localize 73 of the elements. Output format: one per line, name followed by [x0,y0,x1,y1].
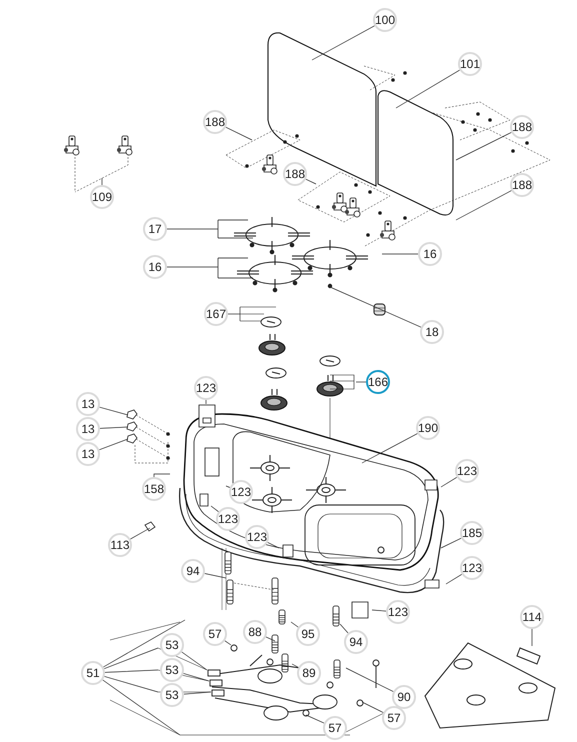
leader-line [184,692,212,694]
callout-number: 89 [297,661,321,685]
callout-number: 17 [143,217,167,241]
callout-number: 185 [460,521,484,545]
leader-line [330,286,422,328]
leader-line [266,636,276,642]
leader-line [267,542,280,548]
callout-number: 13 [76,392,100,416]
leader-line [99,406,128,416]
leader-line [166,228,218,230]
leader-line [226,486,230,488]
leader-line [305,178,316,184]
leader-line [446,574,462,584]
leader-line [183,673,210,682]
callout-number: 18 [420,320,444,344]
callout-number: 13 [76,442,100,466]
leader-line [306,714,324,724]
leader-line [181,652,208,670]
callout-number: 123 [386,600,410,624]
callout-number: 123 [460,556,484,580]
leader-line [346,668,394,692]
callout-number: 101 [458,52,482,76]
callout-number: 188 [510,173,534,197]
callout-number: 53 [160,633,184,657]
leader-line [440,538,462,548]
callout-number: 88 [243,620,267,644]
leader-line [130,528,150,540]
leader-line [154,474,170,478]
callout-number: 123 [194,376,218,400]
callout-number: 114 [520,605,544,629]
leader-line [166,266,218,268]
callout-number: 188 [283,162,307,186]
leader-line [362,433,418,464]
leader-line [362,702,384,713]
callout-number: 53 [160,658,184,682]
callout-number: 188 [203,110,227,134]
callout-number: 51 [81,661,105,685]
leader-line [340,624,348,634]
leader-line [210,506,219,512]
leader-line [102,620,186,736]
callout-number: 57 [382,706,406,730]
callout-number: 16 [143,255,167,279]
leader-line [98,438,128,450]
leader-line [100,426,128,429]
callout-number: 95 [296,622,320,646]
callout-number: 113 [108,533,132,557]
leader-line [396,70,460,108]
callout-number: 167 [204,302,228,326]
callout-number: 13 [76,417,100,441]
leader-line [456,132,512,160]
leader-line [312,25,375,60]
leader-line [290,622,299,628]
callout-number: 190 [416,416,440,440]
leader-line [456,190,512,220]
callout-number: 57 [323,716,347,740]
callout-number: 57 [203,622,227,646]
leader-line [225,126,252,140]
callout-number: 53 [160,683,184,707]
leader-line [224,640,232,646]
callout-number: 158 [142,477,166,501]
leader-line [372,610,386,612]
callout-number: 166 [366,370,390,394]
leader-line [440,476,458,488]
leader-line [204,573,226,578]
callout-number: 16 [418,242,442,266]
callout-number: 94 [181,559,205,583]
callout-number: 123 [455,459,479,483]
callout-number: 188 [510,115,534,139]
callout-number: 90 [392,685,416,709]
callout-number: 109 [90,185,114,209]
callout-number: 100 [373,8,397,32]
leader-line [292,664,299,668]
callout-number: 94 [344,630,368,654]
